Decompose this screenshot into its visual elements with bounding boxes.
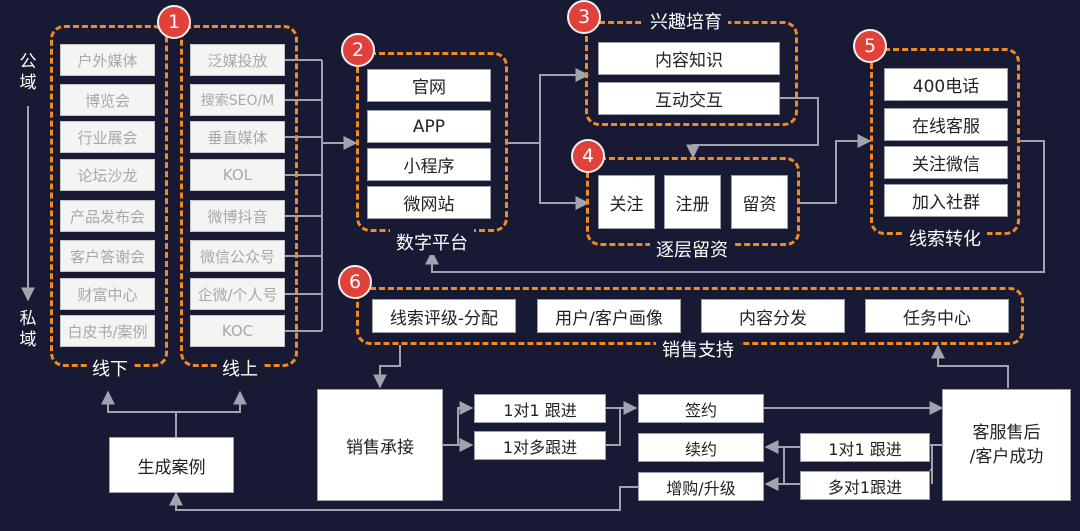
conversion-hotline[interactable]: 400电话 — [884, 68, 1008, 101]
sales-handover-box[interactable]: 销售承接 — [317, 389, 443, 501]
upgrade-box[interactable]: 增购/升级 — [638, 472, 764, 501]
offline-item-product-launch[interactable]: 产品发布会 — [60, 200, 155, 232]
online-item-broad-media[interactable]: 泛媒投放 — [190, 44, 285, 76]
platform-mini-program[interactable]: 小程序 — [367, 148, 491, 181]
platform-micro-site[interactable]: 微网站 — [367, 186, 491, 219]
lead-capture-title: 逐层留资 — [650, 236, 734, 262]
cs-follow-one-to-one[interactable]: 1对1 跟进 — [800, 433, 930, 462]
offline-item-whitepaper[interactable]: 白皮书/案例 — [60, 315, 155, 347]
offline-item-wealth-center[interactable]: 财富中心 — [60, 278, 155, 310]
support-customer-profile[interactable]: 用户/客户画像 — [537, 299, 681, 333]
interest-interaction[interactable]: 互动交互 — [598, 82, 780, 115]
interest-title: 兴趣培育 — [644, 8, 728, 34]
group-6-badge: 6 — [338, 265, 372, 299]
platform-app[interactable]: APP — [367, 110, 491, 143]
conversion-online-service[interactable]: 在线客服 — [884, 108, 1008, 141]
capture-leave-info[interactable]: 留资 — [731, 175, 788, 229]
offline-item-trade-show[interactable]: 行业展会 — [60, 121, 155, 153]
axis-public: 公域 — [19, 52, 37, 93]
cs-follow-many-to-one[interactable]: 多对1跟进 — [800, 471, 930, 500]
platform-website[interactable]: 官网 — [367, 69, 491, 102]
axis-private: 私域 — [19, 309, 37, 350]
support-task-center[interactable]: 任务中心 — [865, 299, 1009, 333]
sign-contract-box[interactable]: 签约 — [638, 394, 764, 423]
online-item-weibo-douyin[interactable]: 微博抖音 — [190, 200, 285, 232]
support-content-distribution[interactable]: 内容分发 — [701, 299, 845, 333]
conversion-follow-wechat[interactable]: 关注微信 — [884, 146, 1008, 179]
online-item-koc[interactable]: KOC — [190, 315, 285, 347]
offline-item-customer-appreciation[interactable]: 客户答谢会 — [60, 240, 155, 272]
sales-support-title: 销售支持 — [656, 336, 740, 362]
group-3-badge: 3 — [567, 0, 601, 34]
group-5-badge: 5 — [853, 29, 887, 63]
offline-item-expo[interactable]: 博览会 — [60, 84, 155, 116]
group-2-badge: 2 — [341, 33, 375, 67]
group-4-badge: 4 — [571, 139, 605, 173]
online-item-search-seo[interactable]: 搜索SEO/M — [190, 84, 285, 116]
support-lead-scoring[interactable]: 线索评级-分配 — [372, 299, 516, 333]
capture-follow[interactable]: 关注 — [598, 175, 655, 229]
customer-success-line-1: 客服售后 — [972, 423, 1041, 443]
offline-label: 线下 — [88, 355, 132, 381]
follow-one-to-one[interactable]: 1对1 跟进 — [474, 394, 606, 423]
offline-item-forum-salon[interactable]: 论坛沙龙 — [60, 159, 155, 191]
online-item-kol[interactable]: KOL — [190, 159, 285, 191]
customer-success-box[interactable]: 客服售后 /客户成功 — [942, 389, 1071, 501]
digital-platform-title: 数字平台 — [390, 229, 474, 255]
online-item-vertical-media[interactable]: 垂直媒体 — [190, 121, 285, 153]
follow-one-to-many[interactable]: 1对多跟进 — [474, 431, 606, 460]
interest-content-knowledge[interactable]: 内容知识 — [598, 42, 780, 75]
online-item-wecom-personal[interactable]: 企微/个人号 — [190, 278, 285, 310]
lead-conversion-title: 线索转化 — [903, 225, 987, 251]
group-1-badge: 1 — [157, 5, 191, 39]
online-label: 线上 — [218, 355, 262, 381]
online-item-wechat-official[interactable]: 微信公众号 — [190, 240, 285, 272]
capture-register[interactable]: 注册 — [664, 175, 721, 229]
customer-success-line-2: /客户成功 — [969, 447, 1044, 467]
renew-box[interactable]: 续约 — [638, 433, 764, 462]
conversion-join-community[interactable]: 加入社群 — [884, 184, 1008, 217]
offline-item-outdoor-media[interactable]: 户外媒体 — [60, 44, 155, 76]
generate-case-box[interactable]: 生成案例 — [109, 437, 234, 493]
